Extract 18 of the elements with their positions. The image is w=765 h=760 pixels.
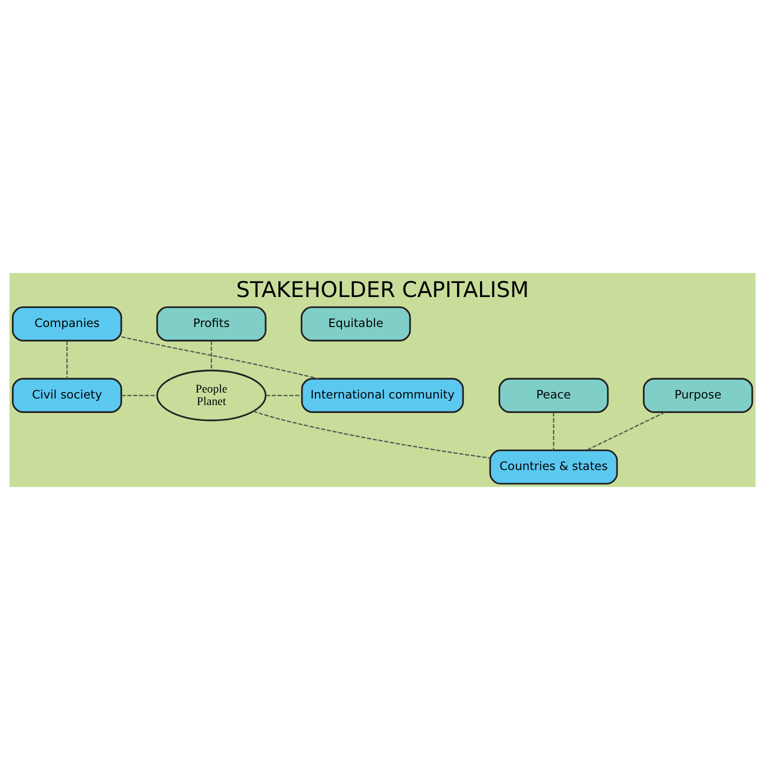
connector	[552, 412, 554, 450]
connector	[266, 394, 302, 396]
connector	[66, 340, 68, 379]
node-box: Civil society	[12, 378, 122, 413]
connector	[586, 412, 666, 451]
connector	[121, 336, 319, 380]
connector	[121, 394, 157, 396]
node-box: International community	[301, 378, 464, 413]
node-box: Equitable	[300, 306, 411, 342]
node-box: Purpose	[642, 378, 754, 413]
node-box: Peace	[498, 378, 609, 413]
node-box: Profits	[156, 306, 266, 342]
connector	[253, 410, 490, 459]
connector	[210, 340, 212, 371]
node-box: Companies	[12, 306, 122, 342]
diagram-title: STAKEHOLDER CAPITALISM	[236, 278, 529, 304]
node-box: Countries & states	[489, 449, 618, 484]
node-ellipse: People Planet	[156, 370, 266, 422]
